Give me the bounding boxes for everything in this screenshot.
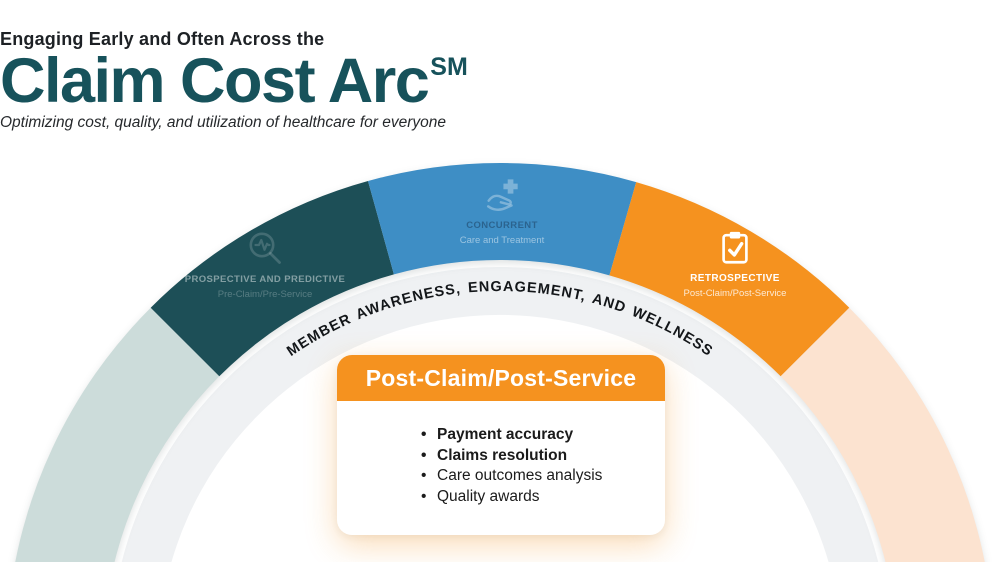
page-title-text: Claim Cost Arc: [0, 46, 430, 116]
segment-retrospective-sublabel: Post-Claim/Post-Service: [683, 288, 787, 299]
segment-concurrent-content[interactable]: CONCURRENT Care and Treatment: [407, 176, 597, 246]
segment-concurrent-label: CONCURRENT: [466, 220, 538, 231]
tagline-text: Optimizing cost, quality, and utilizatio…: [0, 114, 447, 131]
detail-card: Post-Claim/Post-Service Payment accuracy…: [337, 355, 665, 535]
card-bullet-list: Payment accuracyClaims resolutionCare ou…: [337, 401, 665, 507]
bullet-text: Quality awards: [437, 487, 540, 505]
bullet-item: Quality awards: [421, 487, 655, 508]
arc-segment-retrospective[interactable]: [609, 182, 850, 377]
page-title: Claim Cost ArcSM: [0, 50, 1000, 125]
arc-cap-right: [780, 307, 985, 562]
segment-prospective-label: PROSPECTIVE AND PREDICTIVE: [184, 274, 346, 285]
detail-card-title: Post-Claim/Post-Service: [337, 355, 665, 401]
kicker-text: Engaging Early and Often Across the: [0, 29, 325, 49]
bullet-text: Care outcomes analysis: [437, 467, 603, 484]
bullet-item: Claims resolution: [421, 446, 655, 467]
arc-segment-prospective[interactable]: [150, 181, 394, 377]
segment-retrospective-content[interactable]: RETROSPECTIVE Post-Claim/Post-Service: [640, 229, 830, 299]
hand-cross-icon: [486, 179, 518, 211]
segment-prospective-content[interactable]: PROSPECTIVE AND PREDICTIVE Pre-Claim/Pre…: [170, 228, 360, 300]
clipboard-check-icon: [722, 231, 748, 264]
segment-prospective-sublabel: Pre-Claim/Pre-Service: [217, 289, 313, 300]
member-awareness-band: [121, 266, 879, 562]
bullet-text: Payment accuracy: [437, 426, 574, 443]
bullet-item: Care outcomes analysis: [421, 466, 655, 487]
magnifier-pulse-icon: [249, 232, 281, 264]
arc-segment-concurrent[interactable]: [368, 162, 637, 276]
bullet-item: Payment accuracy: [421, 425, 655, 446]
segment-retrospective-label: RETROSPECTIVE: [690, 273, 780, 284]
service-mark: SM: [430, 53, 468, 81]
bullet-text: Claims resolution: [437, 446, 568, 464]
segment-concurrent-sublabel: Care and Treatment: [459, 235, 545, 246]
arc-cap-left: [15, 307, 220, 562]
